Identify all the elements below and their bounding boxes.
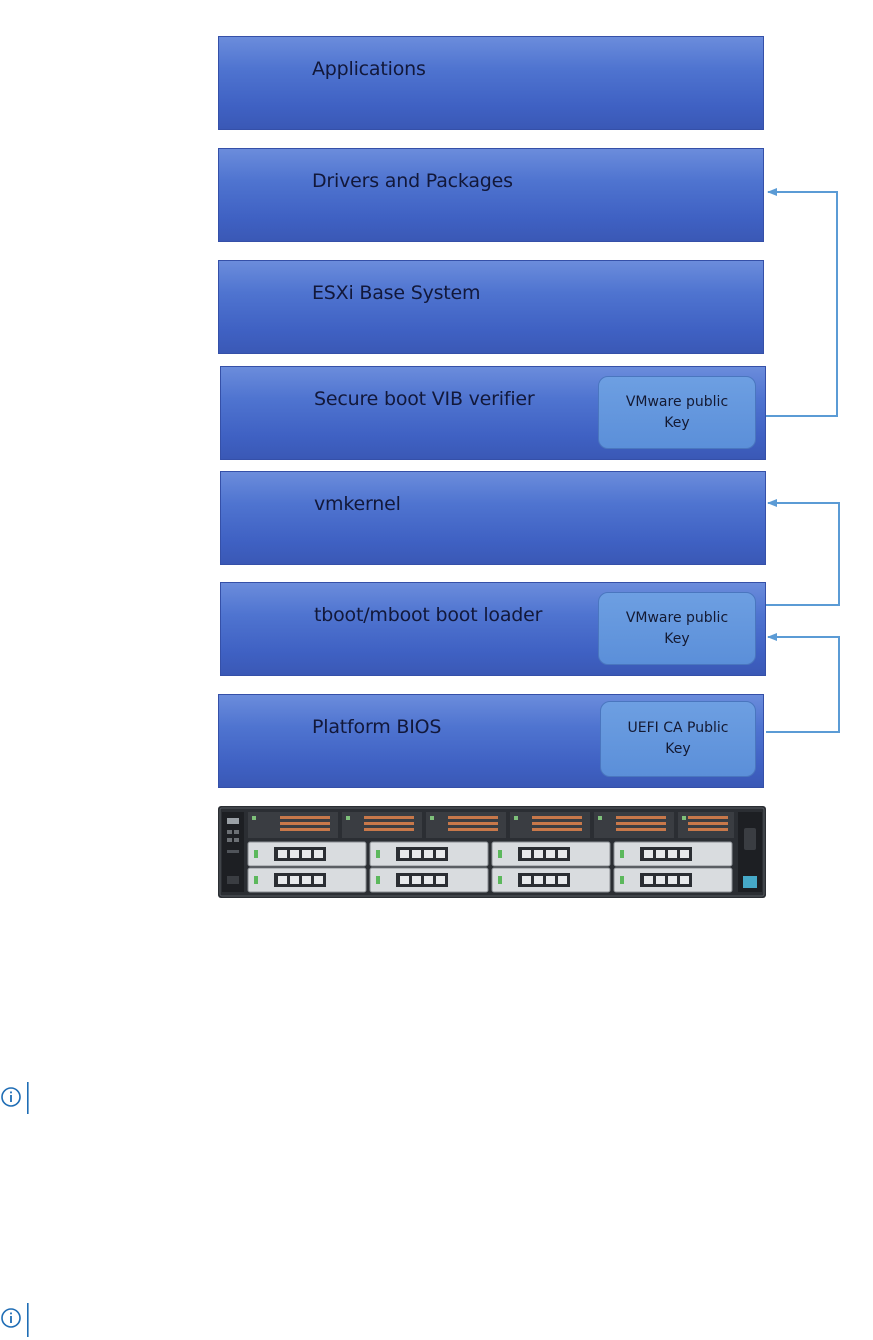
- key-label-line1: VMware public: [625, 393, 729, 410]
- info-circle-icon: [1, 1303, 29, 1337]
- layer-platform-bios: Platform BIOS UEFI CA Public Key: [218, 694, 764, 788]
- verification-arrows: [766, 188, 840, 733]
- layer-label: Secure boot VIB verifier: [314, 388, 535, 410]
- layer-esxi-base-system: ESXi Base System: [218, 260, 764, 354]
- info-circle-icon: [1, 1082, 29, 1114]
- key-label-line2: Key: [664, 414, 690, 431]
- arrow-bios-to-bootloader: [766, 633, 840, 733]
- vmware-public-key-box: VMware public Key: [598, 376, 756, 449]
- vmware-public-key-box: VMware public Key: [598, 592, 756, 665]
- layer-label: tboot/mboot boot loader: [314, 604, 543, 626]
- layer-label: Drivers and Packages: [312, 170, 513, 192]
- arrow-bootloader-to-vmkernel: [766, 499, 840, 606]
- layer-vmkernel: vmkernel: [220, 471, 766, 565]
- key-label-line2: Key: [665, 741, 691, 757]
- arrow-verifier-to-drivers: [766, 188, 838, 417]
- uefi-ca-public-key-box: UEFI CA Public Key: [600, 701, 756, 777]
- layer-label: vmkernel: [314, 493, 401, 515]
- layer-label: Applications: [312, 58, 426, 80]
- layer-secure-boot-vib-verifier: Secure boot VIB verifier VMware public K…: [220, 366, 766, 460]
- layer-label: Platform BIOS: [312, 716, 442, 738]
- layer-applications: Applications: [218, 36, 764, 130]
- layer-label: ESXi Base System: [312, 282, 481, 304]
- layer-drivers-and-packages: Drivers and Packages: [218, 148, 764, 242]
- key-label-line1: UEFI CA Public: [627, 720, 729, 736]
- key-label-line2: Key: [664, 630, 690, 647]
- rack-server-icon: [218, 806, 766, 898]
- layer-tboot-mboot-boot-loader: tboot/mboot boot loader VMware public Ke…: [220, 582, 766, 676]
- key-label-line1: VMware public: [625, 609, 729, 626]
